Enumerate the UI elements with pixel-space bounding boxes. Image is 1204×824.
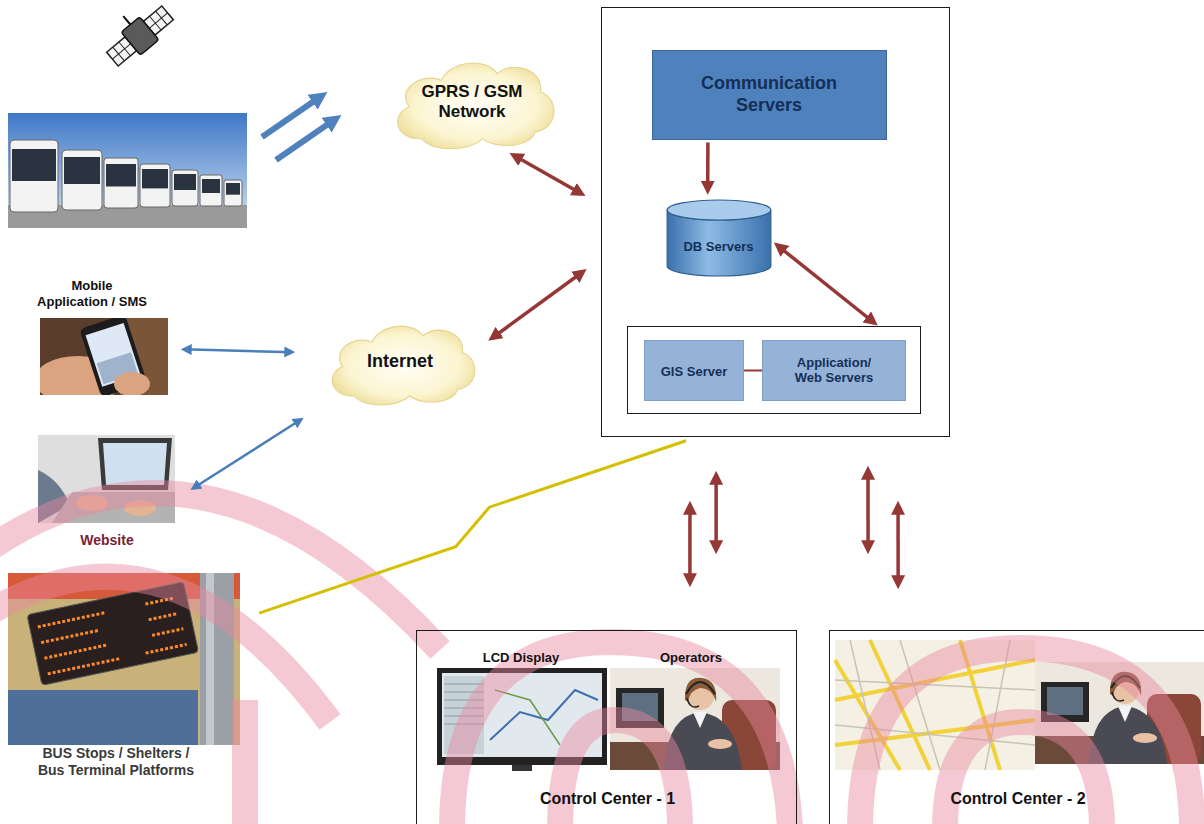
bus-stop-photo [41, 630, 100, 642]
satellite-icon [123, 16, 130, 24]
watermark-arcs [860, 648, 1192, 824]
uplink-arrows [262, 97, 320, 137]
bus-stop-photo [44, 645, 108, 659]
bus-fleet-photo [8, 113, 247, 228]
bus-fleet-photo [106, 164, 136, 187]
connector-arrow [714, 475, 718, 550]
device-label: Mobile Application / SMS [36, 278, 149, 309]
cylinder-top [667, 200, 771, 220]
connector-arrow [193, 420, 301, 489]
client-device: Mobile Application / SMS [32, 276, 178, 398]
server-group-box: Communication Servers DB ServersGIS Serve… [601, 7, 950, 437]
bus-fleet-photo [174, 174, 196, 190]
control-center-label: Control Center - 1 [540, 789, 675, 808]
satellite-icon [96, 0, 178, 71]
bus-stop-photo [38, 612, 106, 627]
connector-arrow [777, 245, 874, 323]
database-cylinder: DB Servers [665, 198, 773, 278]
watermark-arcs [452, 642, 790, 824]
device-label: Website [80, 532, 133, 549]
bus-fleet-photo [226, 183, 240, 195]
bus-fleet-photo [104, 158, 138, 208]
satellite-icon [121, 17, 159, 55]
bus-stop-photo [8, 690, 198, 745]
server-box: Application/ Web Servers [762, 340, 906, 401]
uplink-arrows [262, 97, 334, 160]
control-center-box: Control Center - 2 [829, 630, 1204, 824]
server-box: Communication Servers [652, 50, 887, 140]
lcd-display-picture [512, 765, 532, 771]
bus-stop-photo [152, 629, 183, 636]
server-box: GIS Server [644, 340, 744, 401]
connector-arrow [184, 349, 292, 352]
server-label: Communication Servers [684, 73, 854, 116]
bus-fleet-photo [142, 169, 168, 188]
bus-fleet-photo [202, 179, 220, 193]
bus-fleet-photo [62, 150, 102, 210]
control-center-box: LCD Display OperatorsControl Center - 1 [416, 630, 797, 824]
control-center-label: Operators [660, 650, 722, 666]
uplink-arrows [276, 120, 334, 160]
control-center-label: Control Center - 2 [950, 789, 1085, 808]
wireless-link [259, 441, 686, 613]
lcd-display-picture [495, 690, 560, 745]
bus-stop-display: BUS Stops / Shelters / Bus Terminal Plat… [6, 571, 248, 793]
client-device: Website [36, 433, 178, 551]
server-label: GIS Server [661, 364, 728, 380]
watermark-arcs [232, 700, 258, 824]
network-cloud: GPRS / GSM Network [382, 52, 562, 152]
bus-fleet-photo [172, 170, 198, 206]
bus-fleet-photo [12, 149, 56, 181]
watermark-arcs [560, 720, 680, 824]
network-label: GPRS / GSM Network [413, 82, 531, 123]
phone-photo [114, 372, 150, 395]
database-label: DB Servers [683, 239, 753, 255]
watermark-arcs [0, 577, 330, 722]
server-subgroup-box: GIS Server Application/ Web Servers [627, 326, 921, 414]
connector-arrow [896, 505, 900, 585]
bus-stop-photo [149, 613, 178, 619]
bus-fleet-photo [140, 164, 170, 207]
laptop-photo [103, 443, 167, 485]
server-label: Application/ Web Servers [784, 355, 884, 386]
phone-photo [40, 318, 168, 395]
device-label: BUS Stops / Shelters / Bus Terminal Plat… [31, 745, 201, 779]
network-label: Internet [367, 351, 433, 373]
bus-stop-photo [146, 644, 187, 653]
bus-fleet-photo [64, 157, 100, 184]
network-cloud: Internet [318, 316, 482, 408]
connector-arrow [688, 505, 692, 583]
bus-fleet-photo [224, 180, 242, 206]
cylinder-outline [665, 198, 773, 278]
cloud-outline [332, 326, 474, 405]
bus-fleet-photo [200, 175, 222, 206]
connector-arrow [706, 143, 710, 191]
bus-stop-photo [48, 658, 121, 674]
watermark-arcs [0, 493, 1192, 824]
control-center-label: LCD Display [483, 650, 560, 666]
watermark-arcs [945, 722, 1102, 824]
connector-arrow [513, 155, 582, 194]
cloud-outline [398, 63, 554, 149]
connector-arrow [866, 470, 870, 550]
connector-arrow [744, 370, 762, 372]
bus-fleet-photo [10, 140, 58, 212]
connector-arrow [492, 272, 584, 339]
bus-fleet-photo [8, 113, 247, 228]
bus-stop-photo [38, 597, 187, 673]
